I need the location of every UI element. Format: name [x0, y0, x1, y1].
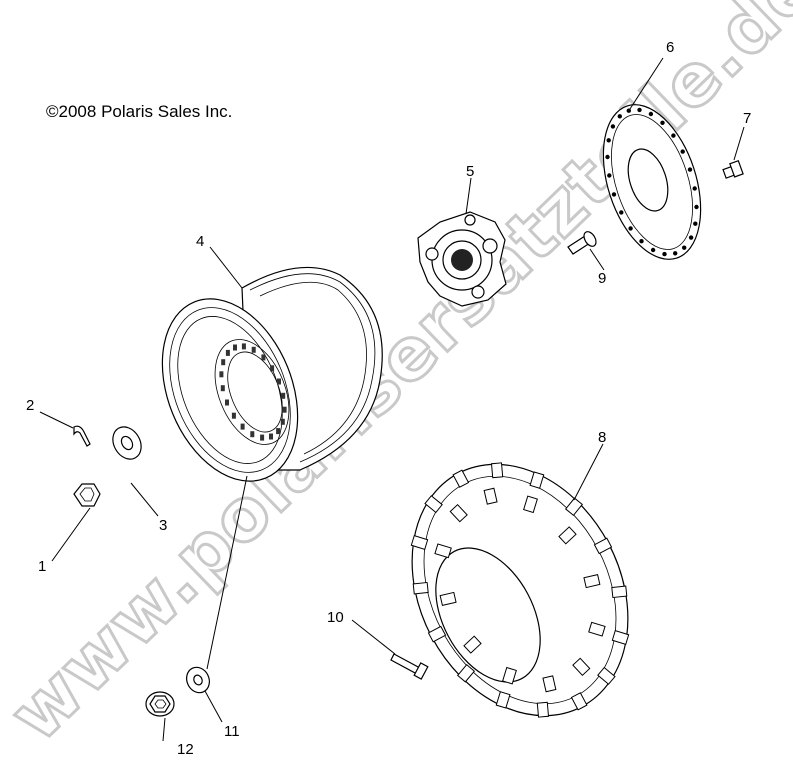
disc-hole — [637, 107, 642, 113]
callout-12: 12 — [177, 741, 194, 758]
callout-9: 9 — [598, 270, 606, 287]
disc-hole — [650, 247, 656, 253]
tread-lug — [463, 635, 482, 654]
disc-hole — [662, 251, 667, 257]
tread-lug — [434, 543, 452, 559]
callout-4: 4 — [196, 233, 204, 250]
tread-lug — [558, 526, 577, 545]
rim-bolt — [219, 371, 224, 378]
callout-3: 3 — [159, 517, 167, 534]
callout-5: 5 — [466, 163, 474, 180]
tread-lug — [449, 503, 468, 523]
tread-lug — [502, 666, 517, 685]
callout-6: 6 — [666, 39, 674, 56]
rim-bolt — [241, 343, 246, 350]
rim-bolt — [260, 434, 265, 441]
flange-nut — [145, 691, 175, 717]
tread-lug — [523, 495, 538, 514]
callout-7: 7 — [743, 110, 751, 127]
rim-bolt — [276, 428, 281, 435]
rim-bolt — [221, 359, 226, 366]
tread-lug — [583, 574, 601, 589]
disc-hole — [639, 239, 644, 244]
rim-bolt — [225, 399, 229, 406]
bolt-long — [390, 653, 429, 680]
tread-lug — [410, 535, 429, 550]
rim-bolt — [281, 392, 286, 399]
tread-lug — [572, 657, 591, 677]
tread-lug — [439, 591, 457, 606]
disc-hole — [660, 120, 665, 126]
leader-lines — [39, 57, 745, 742]
tread-lug — [536, 701, 550, 718]
tread-lug — [456, 664, 476, 683]
rim-bolt — [250, 431, 255, 438]
tread-lug — [542, 675, 557, 693]
cotter-pin — [73, 425, 91, 447]
disc-hole — [648, 111, 654, 117]
rim-bolt — [269, 433, 273, 440]
rim-bolt — [277, 378, 281, 385]
rim-bolt — [251, 346, 256, 353]
tread-lug — [424, 495, 443, 514]
tread-lug — [593, 537, 613, 555]
disc-hole — [617, 114, 622, 119]
disc-hole — [673, 251, 678, 256]
tread-lug — [490, 462, 504, 479]
callout-11: 11 — [224, 723, 240, 740]
disc-hole — [694, 204, 699, 210]
disc-hole — [688, 235, 694, 240]
washer-small — [186, 666, 210, 694]
wheel-hub — [417, 211, 507, 307]
tread-lug — [570, 692, 588, 711]
tread-lug — [597, 666, 616, 685]
tread-lug — [427, 625, 447, 643]
disc-hole — [610, 124, 616, 129]
disc-hole — [693, 221, 698, 226]
callout-2: 2 — [26, 397, 34, 414]
rim-bolt — [240, 423, 245, 430]
callout-10: 10 — [327, 609, 344, 626]
disc-hole — [607, 173, 612, 178]
rim-bolt — [282, 406, 287, 413]
tread-lug — [529, 471, 545, 489]
castle-nut — [73, 483, 101, 507]
bolt-small — [722, 159, 744, 179]
callout-8: 8 — [598, 429, 606, 446]
tread-lug — [452, 469, 470, 488]
rim-bolt — [233, 344, 237, 351]
disc-hole — [605, 154, 610, 160]
callout-1: 1 — [38, 558, 46, 575]
tread-lug — [565, 497, 583, 516]
rim-bolt — [225, 349, 230, 356]
rim-bolt — [261, 354, 266, 361]
disc-hole — [671, 133, 676, 138]
tread-lug — [495, 691, 511, 709]
disc-hole — [680, 149, 685, 154]
callouts: 1 2 3 4 5 6 7 8 9 10 11 12 — [26, 39, 751, 758]
disc-hole — [682, 245, 687, 250]
rim-bolt — [231, 412, 236, 419]
disc-hole — [692, 186, 697, 191]
wheel-rim — [161, 266, 383, 482]
tread-lug — [611, 630, 630, 645]
tread-lug — [412, 581, 429, 595]
wheel-stud — [567, 231, 597, 255]
tire — [410, 462, 630, 718]
brake-disc — [602, 104, 702, 260]
rim-bolt — [270, 365, 275, 372]
rim-bolt — [220, 385, 225, 392]
rim-bolt — [280, 418, 285, 425]
tread-lug — [483, 487, 498, 505]
tread-lug — [611, 585, 628, 599]
disc-hole — [628, 226, 633, 231]
disc-hole — [611, 192, 617, 197]
washer-large — [112, 426, 142, 460]
copyright-text: ©2008 Polaris Sales Inc. — [46, 102, 232, 121]
tread-lug — [588, 621, 606, 637]
disc-hole — [619, 210, 624, 215]
disc-hole — [606, 138, 611, 143]
disc-hole — [687, 167, 693, 172]
